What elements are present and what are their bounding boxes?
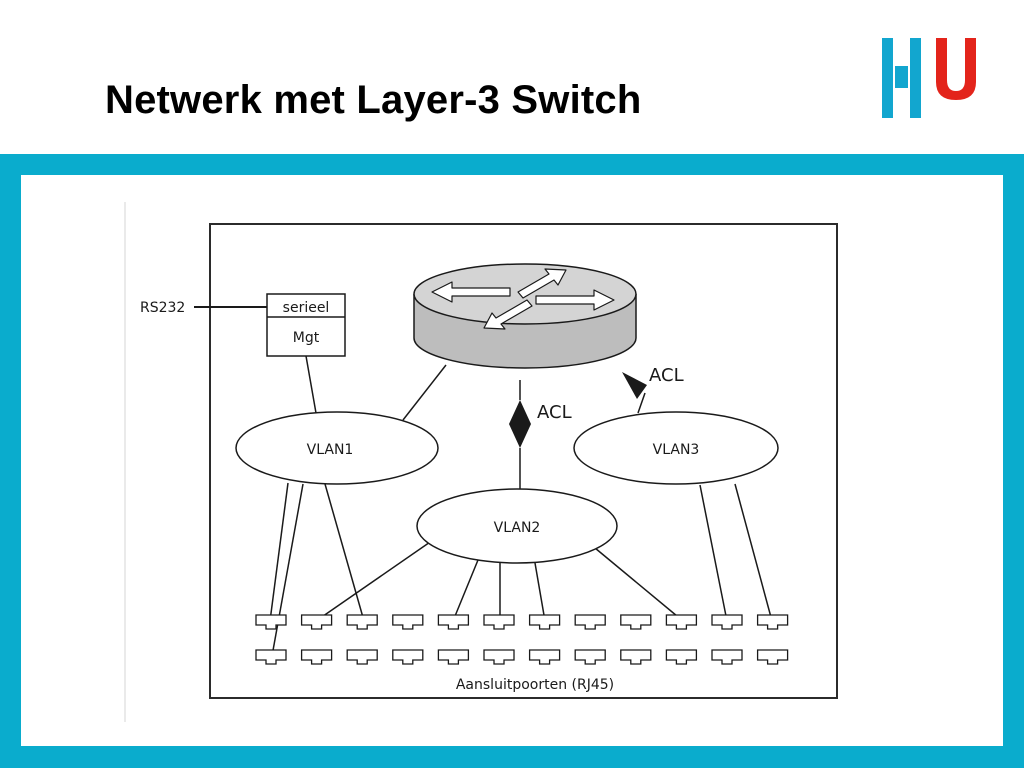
rj45-port-icon <box>346 649 378 665</box>
rj45-port-icon <box>346 614 378 630</box>
rs232-label: RS232 <box>140 300 185 316</box>
acl-label-vlan3: ACL <box>649 365 684 386</box>
rj45-port-icon <box>300 649 333 665</box>
rj45-port-icon <box>574 649 606 665</box>
rj45-port-icon <box>528 614 561 630</box>
acl-arrow-icon <box>622 372 647 399</box>
acl-label-vlan2: ACL <box>537 402 572 423</box>
rj45-port-icon <box>392 649 424 665</box>
acl-diamond-icon <box>509 400 531 448</box>
ports-caption: Aansluitpoorten (RJ45) <box>456 677 614 693</box>
rj45-port-icon <box>483 614 515 630</box>
serial-label: serieel <box>283 300 330 316</box>
rj45-port-icon <box>711 614 743 630</box>
rj45-port-grid <box>255 614 789 665</box>
rj45-port-icon <box>300 614 333 630</box>
vlan2-ellipse <box>416 488 618 564</box>
rj45-port-icon <box>437 649 470 665</box>
rj45-port-icon <box>392 614 424 630</box>
vlan3-ellipse <box>573 411 779 485</box>
rj45-port-icon <box>665 649 698 665</box>
hu-logo <box>882 38 976 118</box>
rj45-port-icon <box>665 614 698 630</box>
rj45-port-icon <box>620 614 652 630</box>
slide-title: Netwerk met Layer-3 Switch <box>105 78 642 122</box>
vlan2-label: VLAN2 <box>494 520 541 536</box>
rj45-port-icon <box>574 614 606 630</box>
rj45-port-icon <box>255 614 287 630</box>
rj45-port-icon <box>437 614 470 630</box>
vlan1-ellipse <box>235 411 439 485</box>
mgt-label: Mgt <box>293 330 320 346</box>
rj45-port-icon <box>528 649 561 665</box>
rj45-port-icon <box>756 614 789 630</box>
vlan1-label: VLAN1 <box>307 442 354 458</box>
layer3-router-icon <box>413 263 637 369</box>
vlan3-label: VLAN3 <box>653 442 700 458</box>
rj45-port-icon <box>483 649 515 665</box>
rj45-port-icon <box>620 649 652 665</box>
rj45-port-icon <box>255 649 287 665</box>
mgt-box <box>266 293 346 357</box>
connections <box>269 355 773 657</box>
rj45-port-icon <box>711 649 743 665</box>
rj45-port-icon <box>756 649 789 665</box>
